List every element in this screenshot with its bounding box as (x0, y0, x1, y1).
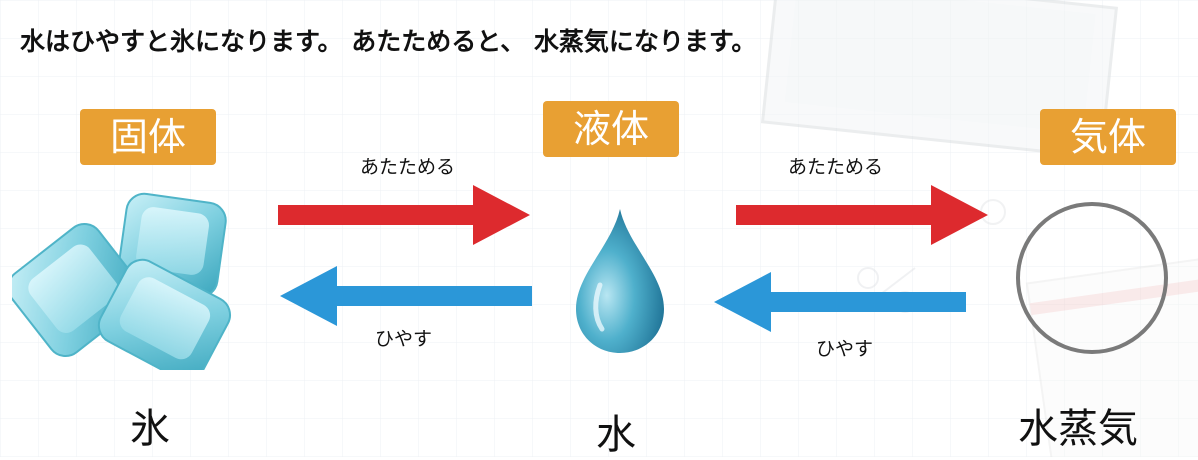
chalkboard-decoration (760, 0, 1119, 159)
caption-vapor: 水蒸気 (1018, 406, 1138, 452)
cool-arrow-2 (714, 272, 966, 332)
heat-label-2: あたためる (788, 156, 884, 178)
heat-label-1: あたためる (360, 156, 456, 178)
water-drop-icon (576, 209, 664, 353)
cool-label-1: ひやす (375, 328, 433, 350)
heat-arrow-2 (736, 185, 988, 245)
headline: 水はひやすと氷になります。 あたためると、 水蒸気になります。 (20, 27, 757, 56)
caption-ice: 氷 (130, 406, 170, 452)
badge-solid: 固体 (80, 109, 216, 165)
badge-liquid: 液体 (543, 101, 679, 157)
caption-water: 水 (596, 412, 636, 458)
ice-cubes-icon (12, 192, 231, 370)
cool-arrow-1 (280, 266, 532, 326)
vapor-circle-icon (1016, 202, 1168, 354)
cool-label-2: ひやす (816, 338, 874, 360)
badge-gas: 気体 (1040, 109, 1176, 165)
heat-arrow-1 (278, 185, 530, 245)
